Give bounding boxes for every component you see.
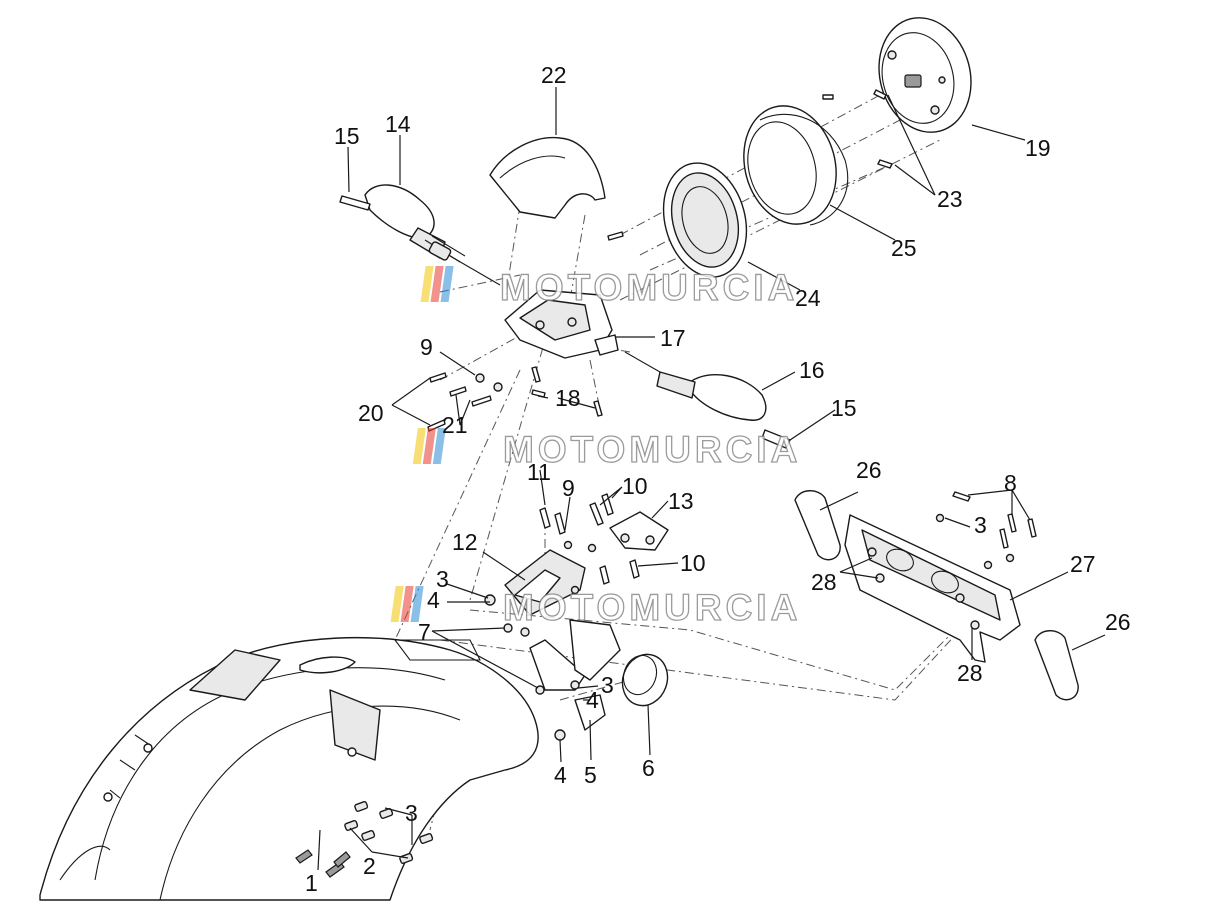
rear-fender: [39, 636, 539, 901]
left-indicator: [339, 184, 501, 286]
top-screws: [427, 89, 893, 432]
callout-16: 16: [799, 357, 825, 383]
side-reflectors: [794, 490, 1079, 701]
callout-26: 26: [856, 457, 882, 483]
callout-labels: 15 14 22 19 23 25 24 17 16 15 9 20 18 21…: [305, 62, 1131, 896]
watermark-top: MOTOMURCIA: [420, 266, 798, 309]
callout-9: 9: [562, 475, 575, 501]
callout-14: 14: [385, 111, 411, 137]
watermark-middle: MOTOMURCIA: [412, 428, 801, 471]
callout-3: 3: [601, 672, 614, 698]
callout-5: 5: [584, 762, 597, 788]
watermark-text: MOTOMURCIA: [500, 267, 798, 308]
callout-20: 20: [358, 400, 384, 426]
callout-23: 23: [937, 186, 963, 212]
callout-9: 9: [420, 334, 433, 360]
tail-light-cover: [489, 136, 606, 219]
callout-10: 10: [622, 473, 648, 499]
callout-25: 25: [891, 235, 917, 261]
watermark-bottom: MOTOMURCIA: [390, 586, 801, 629]
holder-screws: [935, 491, 1037, 570]
license-plate-holder: [844, 514, 1021, 663]
tail-light-ring: [743, 105, 849, 226]
callout-28: 28: [811, 569, 837, 595]
leader-lines: [317, 87, 1106, 871]
tail-light-housing: [504, 289, 619, 359]
callout-19: 19: [1025, 135, 1051, 161]
callout-3: 3: [974, 512, 987, 538]
callout-21: 21: [442, 412, 468, 438]
fender-hardware: [295, 800, 434, 878]
callout-6: 6: [642, 755, 655, 781]
lamp-unit: [878, 17, 972, 133]
callout-12: 12: [452, 529, 478, 555]
callout-24: 24: [795, 285, 821, 311]
tail-light-lens: [662, 162, 748, 278]
watermark-text: MOTOMURCIA: [503, 587, 801, 628]
callout-10: 10: [680, 550, 706, 576]
callout-22: 22: [541, 62, 567, 88]
callout-4: 4: [427, 587, 440, 613]
callout-1: 1: [305, 870, 318, 896]
watermark-text: MOTOMURCIA: [503, 429, 801, 470]
callout-3: 3: [436, 566, 449, 592]
callout-28: 28: [957, 660, 983, 686]
callout-2: 2: [363, 853, 376, 879]
callout-17: 17: [660, 325, 686, 351]
callout-7: 7: [418, 619, 431, 645]
callout-26: 26: [1105, 609, 1131, 635]
callout-27: 27: [1070, 551, 1096, 577]
callout-8: 8: [1004, 470, 1017, 496]
callout-4: 4: [586, 687, 599, 713]
callout-13: 13: [668, 488, 694, 514]
plate-bracket: [484, 493, 669, 741]
right-indicator: [624, 351, 791, 449]
callout-15: 15: [831, 395, 857, 421]
callout-11: 11: [527, 459, 551, 485]
callout-15: 15: [334, 123, 360, 149]
callout-18: 18: [555, 385, 581, 411]
callout-4: 4: [554, 762, 567, 788]
callout-3: 3: [405, 800, 418, 826]
